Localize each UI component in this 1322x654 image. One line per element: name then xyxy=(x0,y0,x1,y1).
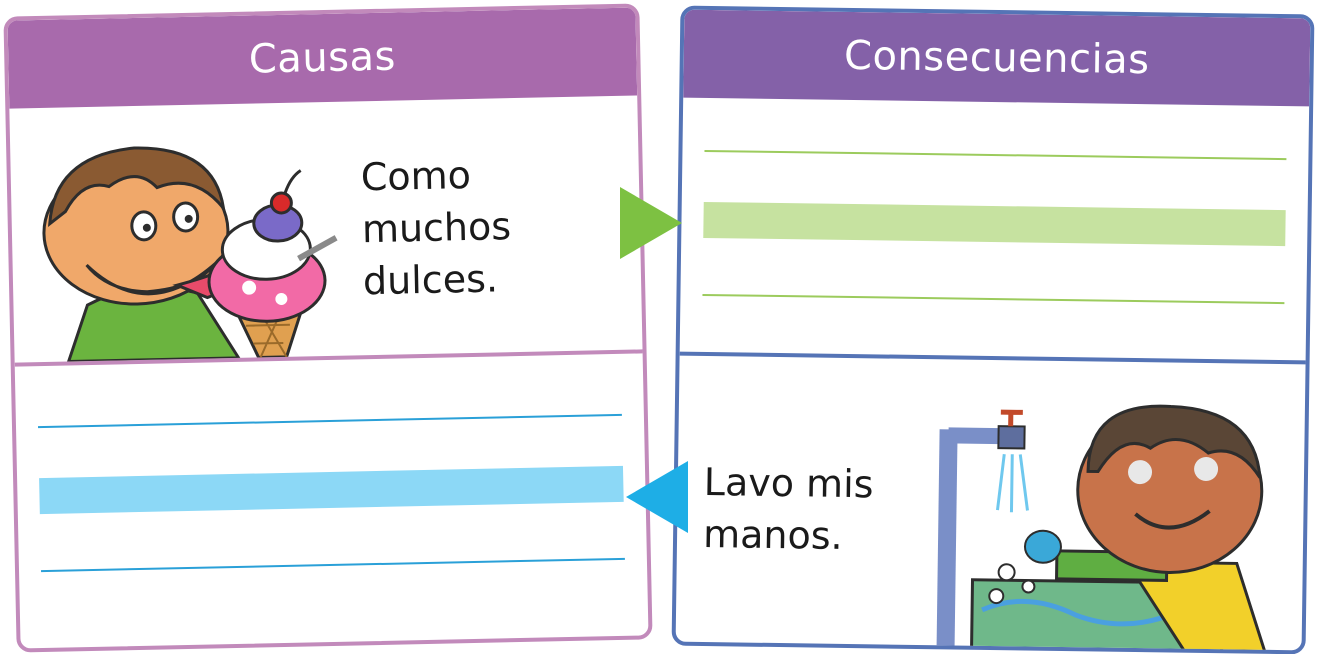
causes-header: Causas xyxy=(7,7,638,109)
consequences-panel: Consecuencias Lavo mis manos. xyxy=(671,5,1315,654)
sentence-line: dulces. xyxy=(362,256,499,304)
causes-example-cell: Como muchos dulces. xyxy=(9,95,643,367)
boy-washing-hands-icon xyxy=(936,404,1268,654)
causes-panel: Causas Como muchos dulc xyxy=(3,3,653,653)
sentence-line: Como xyxy=(360,152,472,200)
writing-rule xyxy=(37,413,622,429)
writing-rule xyxy=(704,149,1287,161)
arrow-left-icon xyxy=(626,461,688,533)
writing-band[interactable] xyxy=(703,201,1286,247)
sentence-line: Lavo mis xyxy=(703,459,874,507)
consequences-answer-lines[interactable] xyxy=(702,149,1287,318)
writing-rule xyxy=(702,293,1285,305)
boy-eating-ice-cream-icon xyxy=(42,146,338,363)
writing-band[interactable] xyxy=(39,465,624,515)
causes-answer-lines[interactable] xyxy=(37,413,625,586)
causes-answer-cell[interactable] xyxy=(15,353,649,648)
consequences-header: Consecuencias xyxy=(683,9,1311,107)
consequences-answer-cell[interactable] xyxy=(679,97,1310,365)
arrow-right-icon xyxy=(620,187,682,259)
causes-example-sentence: Como muchos dulces. xyxy=(360,148,512,307)
sentence-line: muchos xyxy=(361,204,512,252)
sentence-line: manos. xyxy=(702,511,843,558)
writing-rule xyxy=(41,557,625,573)
consequences-example-cell: Lavo mis manos. xyxy=(676,356,1306,654)
consequences-example-sentence: Lavo mis manos. xyxy=(703,456,874,562)
